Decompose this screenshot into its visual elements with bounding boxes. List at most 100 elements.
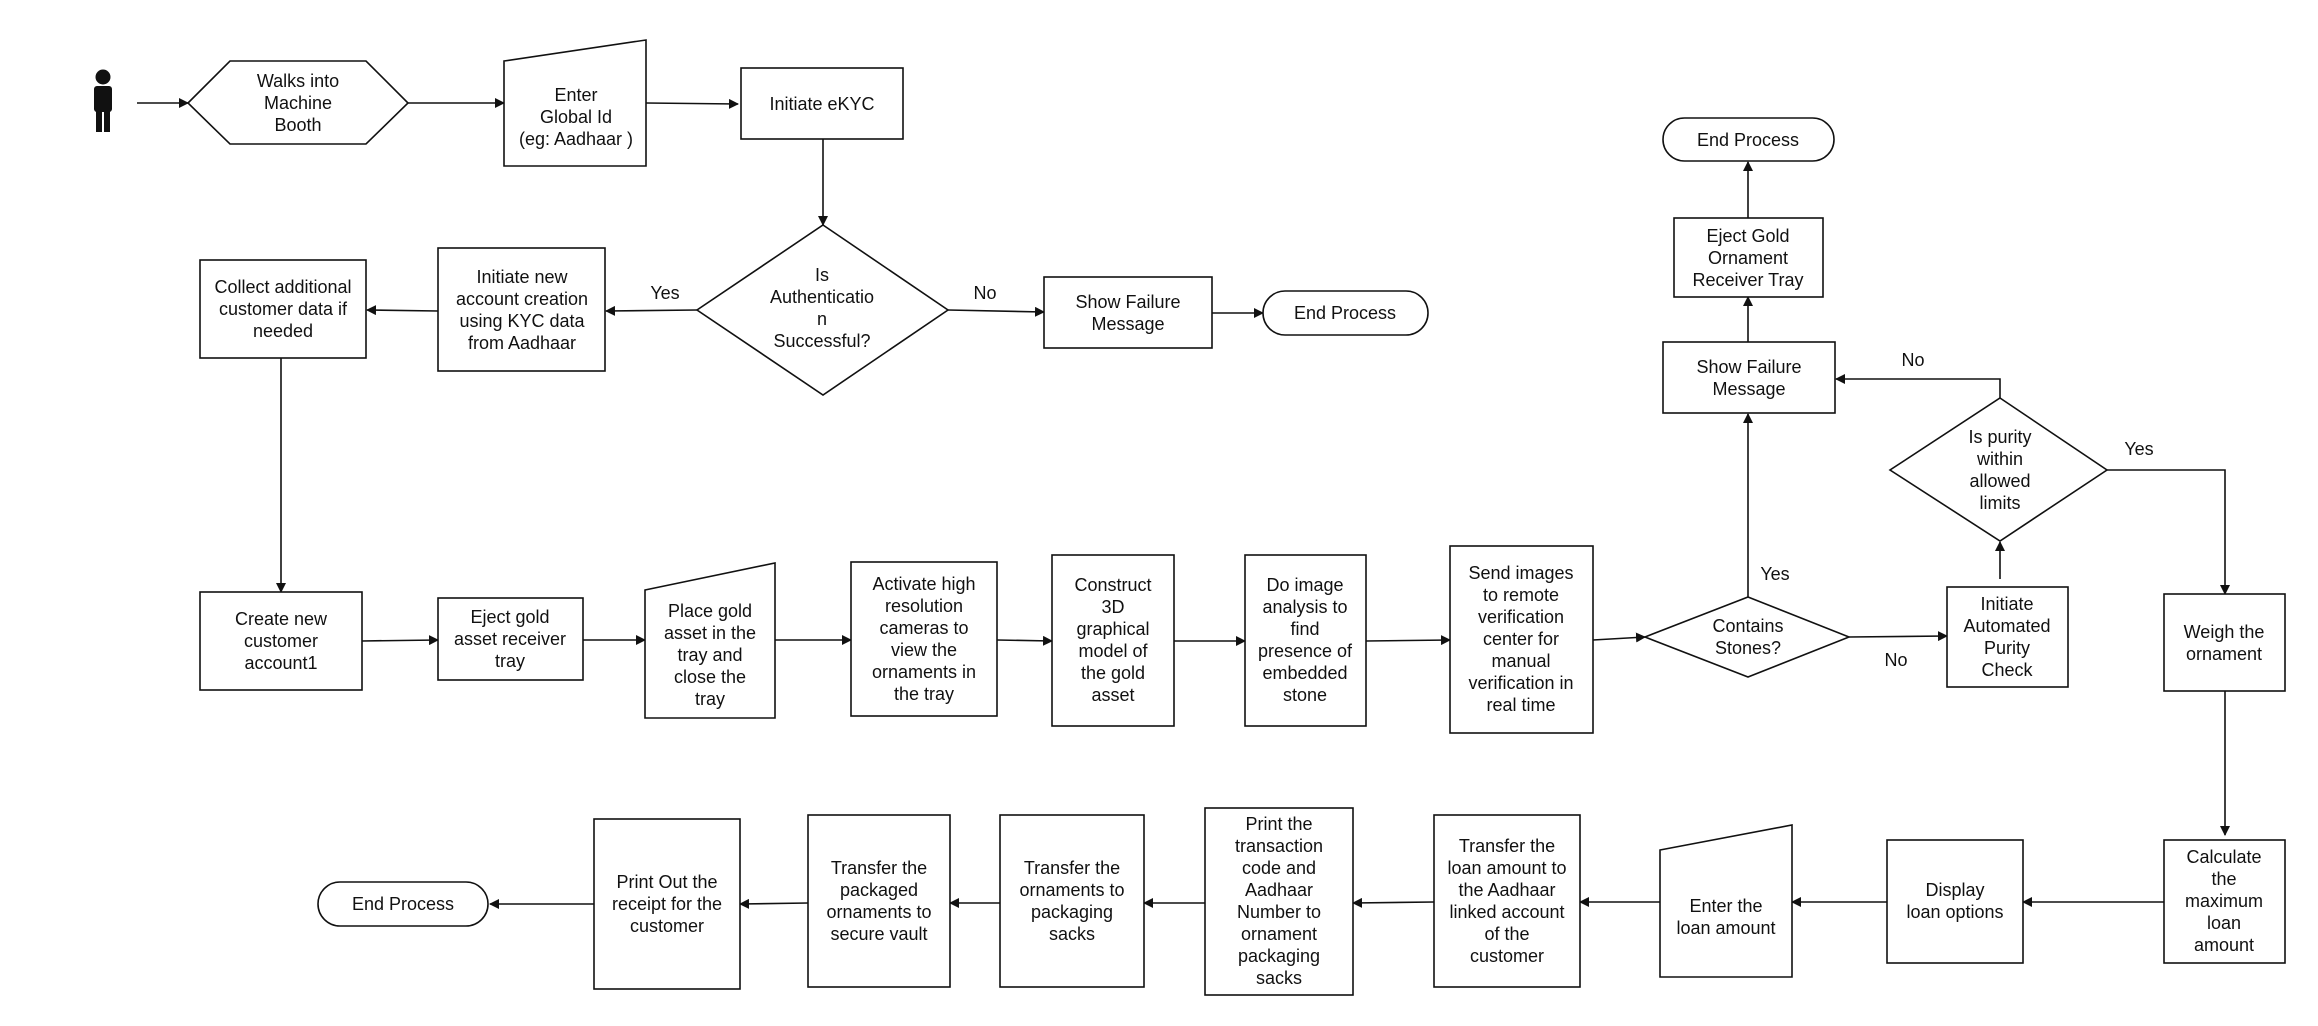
edge-purity-no-failure bbox=[1835, 374, 2001, 398]
image-analysis-label-line: stone bbox=[1283, 685, 1327, 705]
send-images-label-line: center for bbox=[1483, 629, 1559, 649]
print-transaction-label-line: sacks bbox=[1256, 968, 1302, 988]
transfer-packaged-node bbox=[807, 814, 951, 988]
print-transaction-label-line: ornament bbox=[1241, 924, 1317, 944]
send-images-label-line: verification in bbox=[1468, 673, 1573, 693]
enter-loan-amount-node bbox=[1659, 824, 1793, 978]
display-loan-label-line: loan options bbox=[1906, 902, 2003, 922]
transfer-ornaments-label-line: Transfer the bbox=[1024, 858, 1120, 878]
activate-cameras-label-line: the tray bbox=[894, 684, 954, 704]
calculate-loan-label-line: the bbox=[2211, 869, 2236, 889]
transfer-packaged-label-line: packaged bbox=[840, 880, 918, 900]
transfer-loan-label-line: linked account bbox=[1449, 902, 1564, 922]
construct-3d-model-node bbox=[1051, 554, 1175, 727]
create-customer-account-node bbox=[199, 591, 363, 691]
is-purity-label-line: allowed bbox=[1969, 471, 2030, 491]
transfer-loan-label-line: loan amount to bbox=[1447, 858, 1566, 878]
print-transaction-label-line: Print the bbox=[1245, 814, 1312, 834]
calculate-loan-label-line: amount bbox=[2194, 935, 2254, 955]
print-transaction-code-node bbox=[1204, 807, 1354, 996]
end-process-node bbox=[1262, 290, 1429, 336]
calculate-loan-label-line: maximum bbox=[2185, 891, 2263, 911]
transfer-ornaments-label-line: sacks bbox=[1049, 924, 1095, 944]
end-process-1-label-line: End Process bbox=[1294, 303, 1396, 323]
edge-packaged-receipt bbox=[739, 898, 809, 909]
construct-3d-label-line: asset bbox=[1091, 685, 1134, 705]
image-analysis-label-line: find bbox=[1290, 619, 1319, 639]
calculate-max-loan-node bbox=[2163, 839, 2286, 964]
eject-tray-label-line: tray bbox=[495, 651, 525, 671]
activate-cameras-label-line: ornaments in bbox=[872, 662, 976, 682]
collect-additional-label-line: customer data if bbox=[219, 299, 348, 319]
print-receipt-node bbox=[593, 818, 741, 990]
enter-loan-label-line: loan amount bbox=[1676, 918, 1775, 938]
show-failure-message-node bbox=[1043, 276, 1213, 349]
print-transaction-label-line: code and bbox=[1242, 858, 1316, 878]
initiate-new-account-label-line: using KYC data bbox=[459, 311, 585, 331]
is-auth-label-line: Successful? bbox=[773, 331, 870, 351]
collect-customer-data-node bbox=[199, 259, 367, 359]
place-gold-label-line: asset in the bbox=[664, 623, 756, 643]
place-gold-label-line: tray bbox=[695, 689, 725, 709]
transfer-loan-label-line: the Aadhaar bbox=[1458, 880, 1555, 900]
contains-stones-label-line: Stones? bbox=[1715, 638, 1781, 658]
initiate-new-account-label-line: account creation bbox=[456, 289, 588, 309]
end-process-2-node bbox=[1662, 117, 1835, 162]
print-receipt-label-line: receipt for the bbox=[612, 894, 722, 914]
send-images-label-line: to remote bbox=[1483, 585, 1559, 605]
show-failure-2-label-line: Show Failure bbox=[1696, 357, 1801, 377]
enter-global-id-node bbox=[503, 39, 647, 167]
show-failure-2-label-line: Message bbox=[1712, 379, 1785, 399]
image-analysis-label-line: Do image bbox=[1266, 575, 1343, 595]
edge-transfer-print bbox=[1352, 897, 1435, 908]
activate-cameras-label-line: resolution bbox=[885, 596, 963, 616]
enter-loan-label-line: Enter the bbox=[1689, 896, 1762, 916]
end-process-3-label-line: End Process bbox=[352, 894, 454, 914]
initiate-purity-check-node bbox=[1946, 586, 2069, 688]
eject-ornament-tray-label-line: Receiver Tray bbox=[1692, 270, 1803, 290]
send-images-label-line: real time bbox=[1486, 695, 1555, 715]
activate-cameras-label-line: view the bbox=[891, 640, 957, 660]
print-transaction-label-line: Aadhaar bbox=[1245, 880, 1313, 900]
purity-decision bbox=[1888, 397, 2109, 542]
is-auth-label-line: n bbox=[817, 309, 827, 329]
walks-label-line: Walks into bbox=[257, 71, 339, 91]
create-account-label-line: Create new bbox=[235, 609, 328, 629]
eject-asset-tray-node bbox=[437, 597, 584, 681]
calculate-loan-label-line: loan bbox=[2207, 913, 2241, 933]
edge-label-purity-no: No bbox=[1901, 350, 1924, 370]
person-icon bbox=[94, 69, 112, 132]
eject-ornament-tray-label-line: Eject Gold bbox=[1706, 226, 1789, 246]
collect-additional-label-line: needed bbox=[253, 321, 313, 341]
place-gold-label-line: close the bbox=[674, 667, 746, 687]
connectors bbox=[137, 98, 2230, 909]
walks-label-line: Booth bbox=[274, 115, 321, 135]
contains-stones-label-line: Contains bbox=[1712, 616, 1783, 636]
edge-send-stones bbox=[1592, 632, 1646, 643]
transfer-packaged-label-line: secure vault bbox=[830, 924, 927, 944]
show-failure-message-2-node bbox=[1662, 341, 1836, 414]
initiate-new-account-label-line: from Aadhaar bbox=[468, 333, 576, 353]
edge-label-purity-yes: Yes bbox=[2124, 439, 2153, 459]
transfer-packaged-label-line: ornaments to bbox=[826, 902, 931, 922]
is-purity-label-line: Is purity bbox=[1968, 427, 2031, 447]
edge-labels: Yes No Yes No No Yes bbox=[650, 283, 2153, 670]
construct-3d-label-line: Construct bbox=[1074, 575, 1151, 595]
print-transaction-label-line: packaging bbox=[1238, 946, 1320, 966]
enter-global-id-label-line: Enter bbox=[554, 85, 597, 105]
weigh-label-line: ornament bbox=[2186, 644, 2262, 664]
transfer-loan-label-line: customer bbox=[1470, 946, 1544, 966]
construct-3d-label-line: 3D bbox=[1101, 597, 1124, 617]
authentication-decision bbox=[695, 224, 950, 396]
edge-analysis-send bbox=[1365, 635, 1451, 646]
is-purity-label-line: limits bbox=[1980, 493, 2021, 513]
place-gold-label-line: Place gold bbox=[668, 601, 752, 621]
eject-ornament-tray-node bbox=[1673, 217, 1824, 298]
weigh-ornament-node bbox=[2163, 593, 2286, 692]
send-images-label-line: verification bbox=[1478, 607, 1564, 627]
edge-enter-id-ekyc bbox=[645, 98, 739, 109]
edge-label-auth-yes: Yes bbox=[650, 283, 679, 303]
edge-auth-failure bbox=[947, 306, 1045, 317]
activate-cameras-node bbox=[850, 561, 998, 717]
